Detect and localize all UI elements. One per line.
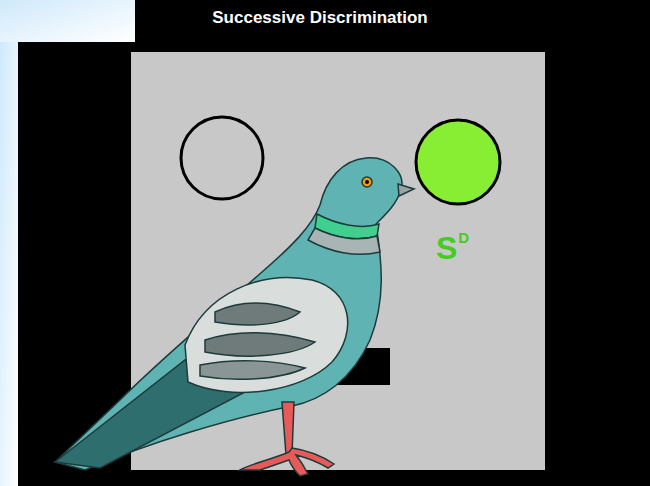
- lit-key: [416, 120, 500, 204]
- pigeon: [55, 158, 414, 476]
- stimulus-letter: S: [436, 230, 457, 266]
- slide-background: [0, 0, 135, 42]
- slide-background: [0, 42, 18, 486]
- stimulus-superscript: D: [458, 229, 469, 246]
- diagram-title: Successive Discrimination: [0, 8, 640, 28]
- unlit-key: [181, 117, 263, 199]
- stimulus-label: SD: [436, 230, 468, 267]
